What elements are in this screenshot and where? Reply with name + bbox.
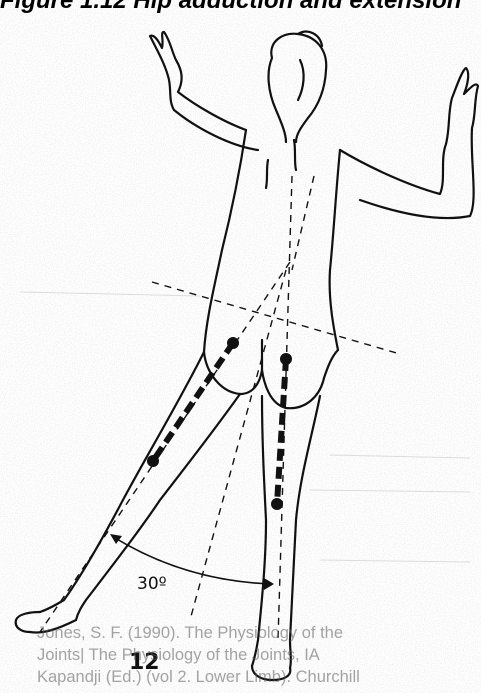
citation-line-2: Joints| The Physiology of the Joints, IA bbox=[37, 644, 477, 666]
knee-dot-left bbox=[147, 455, 159, 467]
angle-label: 30º bbox=[137, 574, 167, 594]
citation-watermark: Jones, S. F. (1990). The Physiology of t… bbox=[37, 622, 477, 688]
knee-dot-right bbox=[271, 498, 283, 510]
page-caption: Figure 1.12 Hip adduction and extension bbox=[0, 0, 481, 13]
hip-dot-left bbox=[227, 337, 239, 349]
hip-dot-right bbox=[280, 353, 292, 365]
citation-line-1: Jones, S. F. (1990). The Physiology of t… bbox=[37, 622, 477, 644]
citation-line-3: Kapandji (Ed.) (vol 2. Lower Limb). Chur… bbox=[37, 666, 477, 688]
